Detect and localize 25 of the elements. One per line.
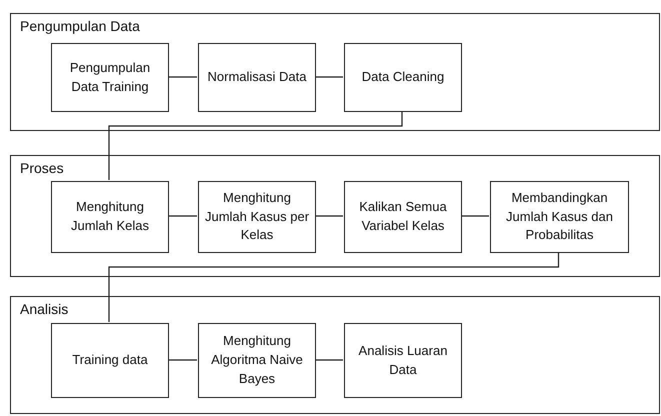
connector-line bbox=[108, 111, 403, 180]
band-title: Analisis bbox=[20, 301, 68, 317]
connector-line bbox=[168, 359, 197, 361]
process-box: Menghitung Jumlah Kasus per Kelas bbox=[198, 181, 316, 253]
process-box: Normalisasi Data bbox=[198, 43, 316, 112]
process-box: Pengumpulan Data Training bbox=[51, 43, 169, 112]
connector-line bbox=[315, 359, 343, 361]
band-title: Pengumpulan Data bbox=[20, 18, 140, 34]
process-box: Training data bbox=[51, 323, 169, 398]
connector-line bbox=[315, 215, 343, 217]
process-box: Menghitung Jumlah Kelas bbox=[51, 181, 169, 253]
group-band bbox=[10, 155, 660, 277]
process-box: Kalikan Semua Variabel Kelas bbox=[344, 181, 462, 253]
connector-line bbox=[315, 76, 343, 78]
group-band bbox=[10, 296, 660, 414]
process-box: Membandingkan Jumlah Kasus dan Probabilitas bbox=[490, 181, 629, 253]
process-box: Data Cleaning bbox=[344, 43, 462, 112]
connector-line bbox=[461, 215, 489, 217]
connector-line bbox=[168, 215, 197, 217]
connector-line bbox=[108, 252, 560, 322]
connector-line bbox=[168, 76, 197, 78]
group-band bbox=[10, 13, 660, 131]
process-box: Menghitung Algoritma Naive Bayes bbox=[198, 323, 316, 398]
band-title: Proses bbox=[20, 160, 64, 176]
process-box: Analisis Luaran Data bbox=[344, 323, 462, 398]
